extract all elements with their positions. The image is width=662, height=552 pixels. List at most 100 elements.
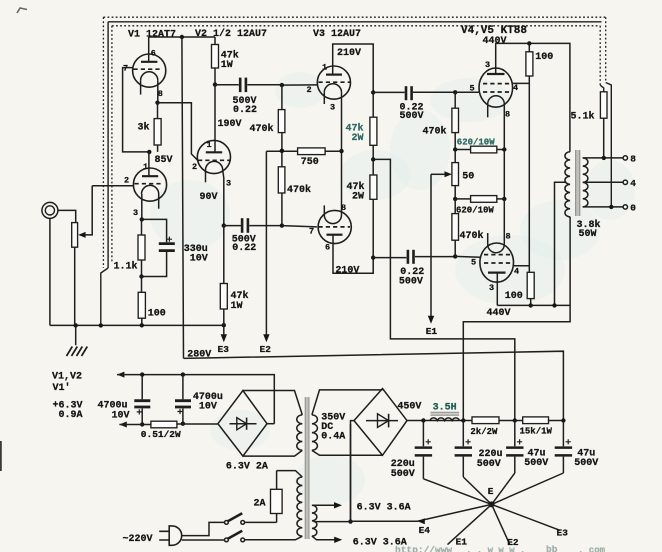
svg-text:10V: 10V	[190, 254, 208, 265]
svg-text:3: 3	[133, 208, 138, 218]
svg-text:2W: 2W	[352, 192, 364, 203]
svg-text:1.1k: 1.1k	[114, 261, 138, 273]
svg-text:3: 3	[489, 283, 494, 293]
svg-text:10V: 10V	[199, 402, 217, 413]
svg-text:E: E	[488, 486, 494, 497]
svg-text:E2: E2	[507, 537, 519, 548]
svg-text:280V: 280V	[187, 349, 211, 360]
svg-text:7: 7	[309, 227, 314, 237]
svg-text:E3: E3	[557, 528, 569, 539]
svg-text:6: 6	[151, 49, 156, 59]
svg-text:V3 12AU7: V3 12AU7	[313, 29, 361, 40]
svg-text:210V: 210V	[337, 48, 361, 59]
svg-text:bb: bb	[546, 544, 558, 552]
svg-text:4: 4	[630, 178, 636, 189]
svg-text:8: 8	[505, 110, 510, 120]
svg-text:2k/2W: 2k/2W	[470, 427, 498, 437]
svg-text:50W: 50W	[579, 229, 597, 240]
svg-text:5: 5	[470, 84, 475, 94]
svg-text:4700u: 4700u	[98, 401, 128, 412]
svg-text:1: 1	[322, 62, 327, 72]
svg-text:470k: 470k	[250, 123, 274, 135]
svg-text:3: 3	[485, 60, 490, 70]
svg-text:2: 2	[307, 85, 312, 95]
svg-text:500V: 500V	[400, 111, 424, 122]
svg-text:3: 3	[330, 103, 335, 113]
svg-text:DC: DC	[321, 422, 333, 433]
svg-text:470k: 470k	[460, 230, 484, 242]
svg-text:90V: 90V	[200, 192, 218, 203]
svg-text:4: 4	[514, 267, 519, 277]
svg-text:5.1k: 5.1k	[571, 111, 595, 123]
svg-text:500V: 500V	[391, 469, 415, 480]
svg-text:htt: htt	[395, 545, 412, 552]
svg-text:210V: 210V	[335, 265, 359, 276]
svg-text:47k: 47k	[347, 181, 365, 193]
svg-text:8: 8	[506, 232, 511, 242]
svg-text:3.8k: 3.8k	[577, 219, 601, 231]
svg-text:6: 6	[325, 243, 330, 253]
svg-text:p://www: p://www	[412, 545, 452, 552]
svg-text:. . w w w .: . . w w w .	[466, 546, 525, 552]
svg-text:0.4A: 0.4A	[321, 432, 345, 443]
svg-text:8: 8	[341, 203, 346, 213]
svg-text:+6.3V: +6.3V	[53, 400, 83, 411]
svg-text:47u: 47u	[528, 448, 546, 459]
svg-text:2A: 2A	[254, 499, 266, 510]
svg-text:3k: 3k	[138, 122, 150, 134]
svg-text:100: 100	[535, 52, 553, 63]
svg-text:100: 100	[148, 309, 166, 320]
svg-text:4700u: 4700u	[193, 392, 223, 403]
svg-text:620/10W: 620/10W	[456, 206, 494, 216]
svg-text:V1': V1'	[53, 382, 71, 394]
svg-text:15k/1W: 15k/1W	[520, 427, 553, 437]
svg-text:E3: E3	[218, 344, 230, 355]
svg-text:85V: 85V	[155, 155, 173, 166]
svg-text:1W: 1W	[221, 60, 233, 71]
svg-text:0: 0	[630, 203, 636, 214]
svg-text:47k: 47k	[221, 50, 239, 62]
svg-text:47k: 47k	[231, 290, 249, 302]
svg-text:500V: 500V	[574, 458, 598, 469]
svg-text:0.22: 0.22	[233, 105, 257, 116]
svg-text:47u: 47u	[577, 448, 595, 459]
svg-text:750: 750	[301, 157, 319, 168]
svg-text:6.3V 2A: 6.3V 2A	[226, 461, 268, 472]
svg-text:190V: 190V	[218, 119, 242, 130]
svg-text:0.9A: 0.9A	[59, 410, 83, 421]
svg-text:450V: 450V	[397, 402, 421, 413]
svg-text:440V: 440V	[483, 36, 507, 47]
svg-text:620/10W: 620/10W	[457, 137, 495, 147]
svg-text:1: 1	[143, 162, 148, 172]
svg-text:6.3V 3.6A: 6.3V 3.6A	[353, 537, 407, 548]
svg-text:1W: 1W	[231, 301, 243, 312]
svg-text:2W: 2W	[352, 133, 364, 144]
svg-text:0.51/2W: 0.51/2W	[141, 429, 181, 440]
svg-text:2: 2	[124, 176, 129, 186]
svg-text:330u: 330u	[184, 244, 208, 255]
svg-text:E1: E1	[426, 326, 438, 337]
svg-text:0.22: 0.22	[400, 102, 424, 113]
svg-text:7: 7	[123, 64, 128, 74]
svg-text:0.22: 0.22	[232, 243, 256, 254]
svg-text:E4: E4	[419, 525, 431, 536]
svg-text:470k: 470k	[287, 184, 311, 196]
svg-text:3.5H: 3.5H	[433, 402, 457, 413]
svg-text:0.22: 0.22	[400, 267, 424, 278]
svg-text:500V: 500V	[477, 459, 501, 470]
svg-text:500V: 500V	[524, 458, 548, 469]
svg-text:500V: 500V	[399, 277, 423, 288]
svg-text:V4,V5 KT88: V4,V5 KT88	[461, 25, 527, 37]
svg-text:V1 12AT7: V1 12AT7	[128, 29, 176, 40]
svg-text:50: 50	[462, 172, 474, 183]
svg-text:E1: E1	[456, 537, 468, 548]
svg-text:8: 8	[630, 154, 636, 165]
svg-text:. com: . com	[578, 546, 606, 552]
svg-text:3: 3	[226, 179, 231, 189]
svg-text:47k: 47k	[346, 123, 364, 135]
svg-text:500V: 500V	[233, 96, 257, 107]
svg-text:1: 1	[207, 140, 212, 150]
svg-text:E2: E2	[260, 344, 272, 355]
svg-text:V1,V2: V1,V2	[52, 371, 82, 382]
svg-text:6.3V 3.6A: 6.3V 3.6A	[357, 502, 411, 513]
